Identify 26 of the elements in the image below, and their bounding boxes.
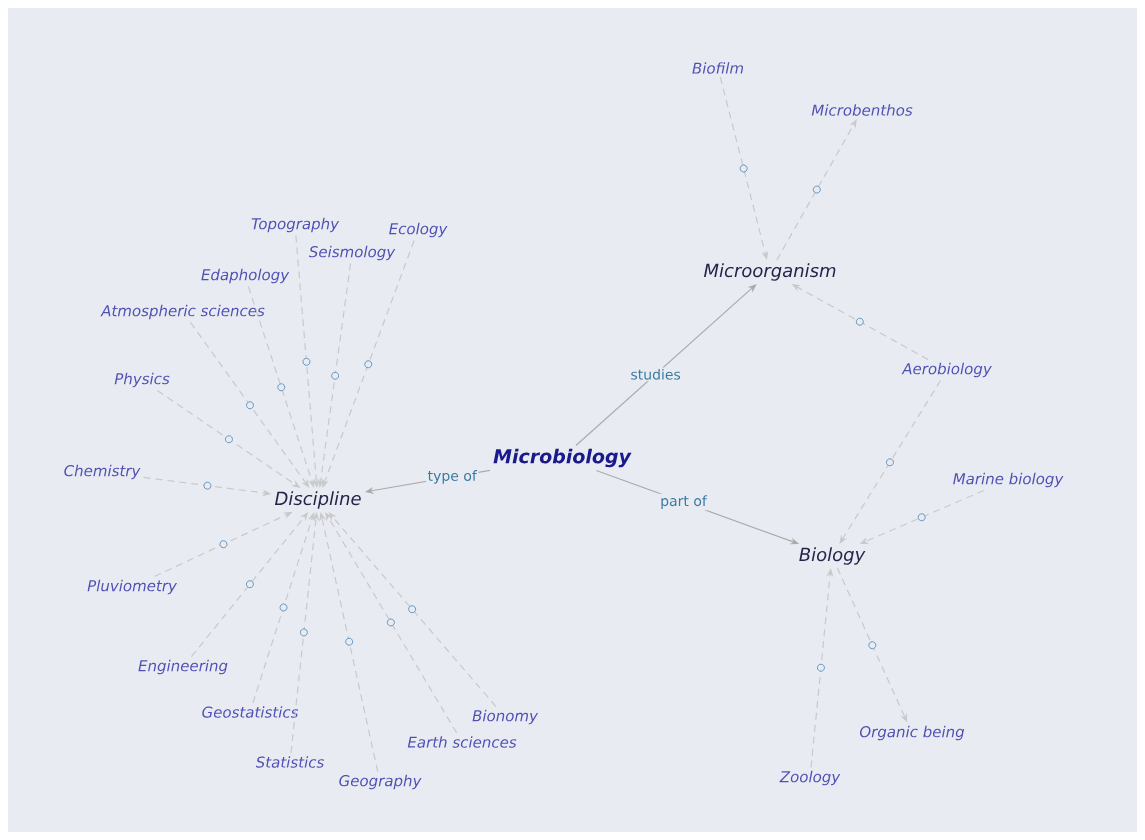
term-label: Earth sciences (407, 736, 517, 748)
term-label: Zoology (779, 770, 841, 786)
term-label: Physics (114, 372, 170, 388)
term-label: Biofilm (692, 62, 744, 74)
term-label: Edaphology (201, 268, 290, 284)
arrow (776, 119, 857, 261)
term-label: Ecology (389, 222, 448, 238)
term-label: Geostatistics (202, 706, 299, 718)
concept-label: Microorganism (704, 263, 836, 281)
term-label: Engineering (138, 659, 228, 675)
term-label: Marine biology (953, 472, 1064, 488)
term-label: Statistics (255, 756, 324, 768)
term-label: Organic being (859, 725, 965, 741)
edge-label: studies (628, 367, 683, 382)
term-label: Atmospheric sciences (100, 304, 265, 320)
concept-label: Discipline (274, 491, 361, 509)
topic-label: Microbiology (493, 448, 632, 468)
term-label: Seismology (308, 245, 396, 261)
term-label: Pluviometry (87, 579, 177, 595)
term-label: Bionomy (472, 709, 539, 725)
term-label: Microbenthos (811, 104, 913, 116)
term-label: Chemistry (64, 464, 141, 480)
term-label: Topography (251, 217, 340, 233)
term-label: Geography (339, 774, 422, 790)
term-label: Aerobiology (901, 362, 992, 378)
concept-label: Biology (799, 547, 866, 565)
